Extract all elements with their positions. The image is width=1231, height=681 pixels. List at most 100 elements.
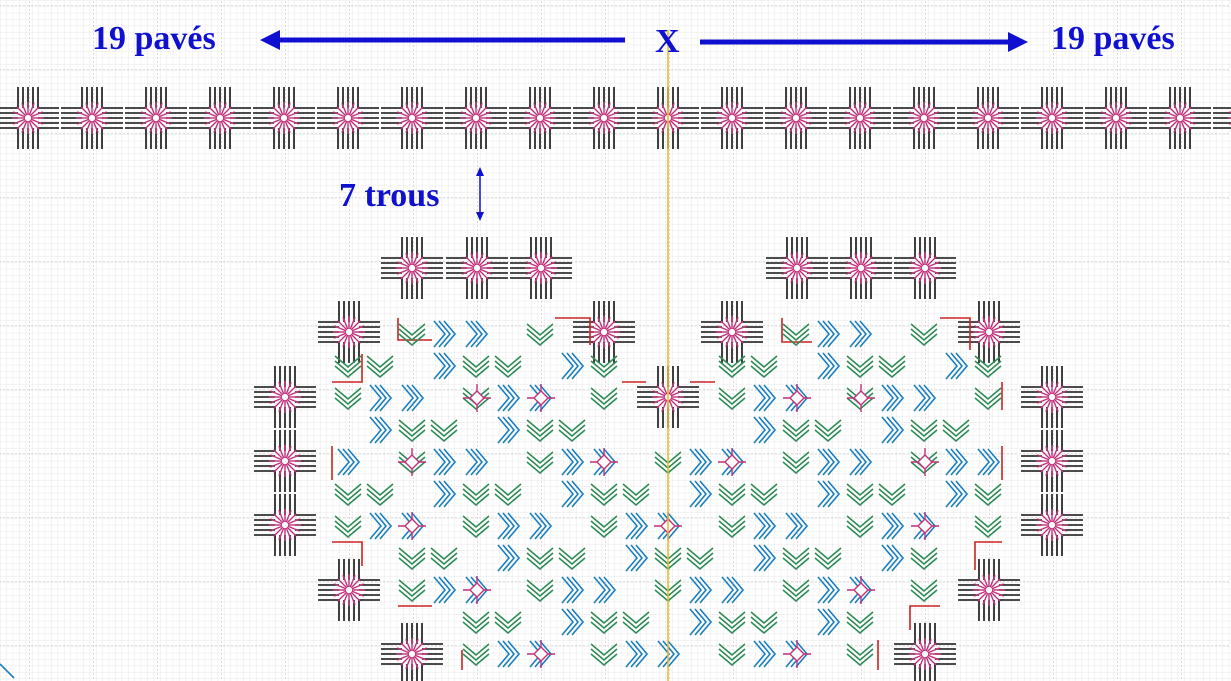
chevron-right-icon [817,480,841,508]
heart-block [446,237,508,299]
chevron-down-icon [910,579,938,603]
chevron-right-icon [497,384,521,412]
chevron-down-icon [910,419,938,443]
right-count-label: 19 pavés [1051,20,1175,57]
chevron-right-icon [945,480,969,508]
border-block [317,87,379,149]
chevron-right-icon [881,512,905,540]
chevron-down-icon [718,515,746,539]
chevron-right-icon [689,448,713,476]
chevron-down-icon [462,483,490,507]
chevron-down-icon [718,387,746,411]
chevron-right-icon [465,320,489,348]
chevron-down-icon [750,483,778,507]
chevron-down-icon [846,643,874,667]
chevron-down-icon [814,547,842,571]
chevron-right-icon [369,416,393,444]
chevron-down-icon [878,355,906,379]
heart-block [381,623,443,681]
chevron-right-icon [657,640,681,668]
eyelet-diamond [527,640,555,668]
chevron-down-icon [846,355,874,379]
heart-block [573,301,635,363]
heart-block [381,237,443,299]
chevron-right-icon [785,512,809,540]
border-block [1149,87,1211,149]
chevron-down-icon [494,611,522,635]
eyelet-diamond [398,448,426,476]
chevron-right-icon [721,576,745,604]
chevron-down-icon [718,355,746,379]
heart-block [1021,430,1083,492]
stitch-layer [0,87,1231,681]
border-block [1021,87,1083,149]
heart-outline-segment [555,317,591,345]
chevron-down-icon [558,547,586,571]
chevron-right-icon [433,480,457,508]
chevron-down-icon [398,419,426,443]
chevron-down-icon [590,483,618,507]
eyelet-diamond [590,448,618,476]
chevron-down-icon [462,515,490,539]
heart-block [1021,494,1083,556]
chevron-down-icon [846,611,874,635]
eyelet-diamond [398,512,426,540]
heart-outline-segment [940,317,971,350]
border-block [957,87,1019,149]
chevron-right-icon [433,448,457,476]
heart-block [701,301,763,363]
chevron-right-icon [529,512,553,540]
chevron-down-icon [494,483,522,507]
chevron-down-icon [590,355,618,379]
chevron-down-icon [846,515,874,539]
heart-block [318,301,380,363]
chevron-right-icon [433,320,457,348]
chevron-down-icon [526,451,554,475]
chevron-right-icon [401,384,425,412]
chevron-down-icon [494,355,522,379]
heart-block [830,237,892,299]
chevron-down-icon [718,643,746,667]
chevron-right-icon [849,320,873,348]
chevron-right-icon [945,448,969,476]
chevron-right-icon [881,416,905,444]
border-block [189,87,251,149]
chevron-right-icon [753,384,777,412]
chevron-down-icon [622,483,650,507]
chevron-down-icon [526,579,554,603]
chevron-down-icon [526,323,554,347]
chevron-right-icon [817,448,841,476]
eyelet-diamond [847,576,875,604]
chevron-down-icon [750,355,778,379]
chevron-right-icon [561,576,585,604]
heart-outline-segment [397,318,432,341]
chevron-down-icon [750,611,778,635]
left-arrow-icon [260,30,625,50]
eyelet-diamond [847,384,875,412]
heart-block [894,237,956,299]
chevron-right-icon [945,352,969,380]
chevron-right-icon [817,320,841,348]
chevron-right-icon [561,608,585,636]
chevron-down-icon [398,323,426,347]
border-block [701,87,763,149]
heart-outline-segment [332,541,363,566]
border-block [829,87,891,149]
chevron-right-icon [977,448,1001,476]
heart-block [1021,366,1083,428]
chevron-right-icon [561,448,585,476]
chevron-down-icon [782,323,810,347]
chevron-right-icon [561,480,585,508]
border-block [637,87,699,149]
chevron-right-icon [689,576,713,604]
center-mark-label: X [655,23,680,60]
chevron-down-icon [942,419,970,443]
chevron-right-icon [753,416,777,444]
eyelet-diamond [911,448,939,476]
chevron-down-icon [974,515,1002,539]
chevron-down-icon [334,483,362,507]
right-arrow-icon [700,32,1028,52]
chevron-right-icon [753,544,777,572]
chevron-right-icon [817,608,841,636]
chevron-right-icon [625,544,649,572]
